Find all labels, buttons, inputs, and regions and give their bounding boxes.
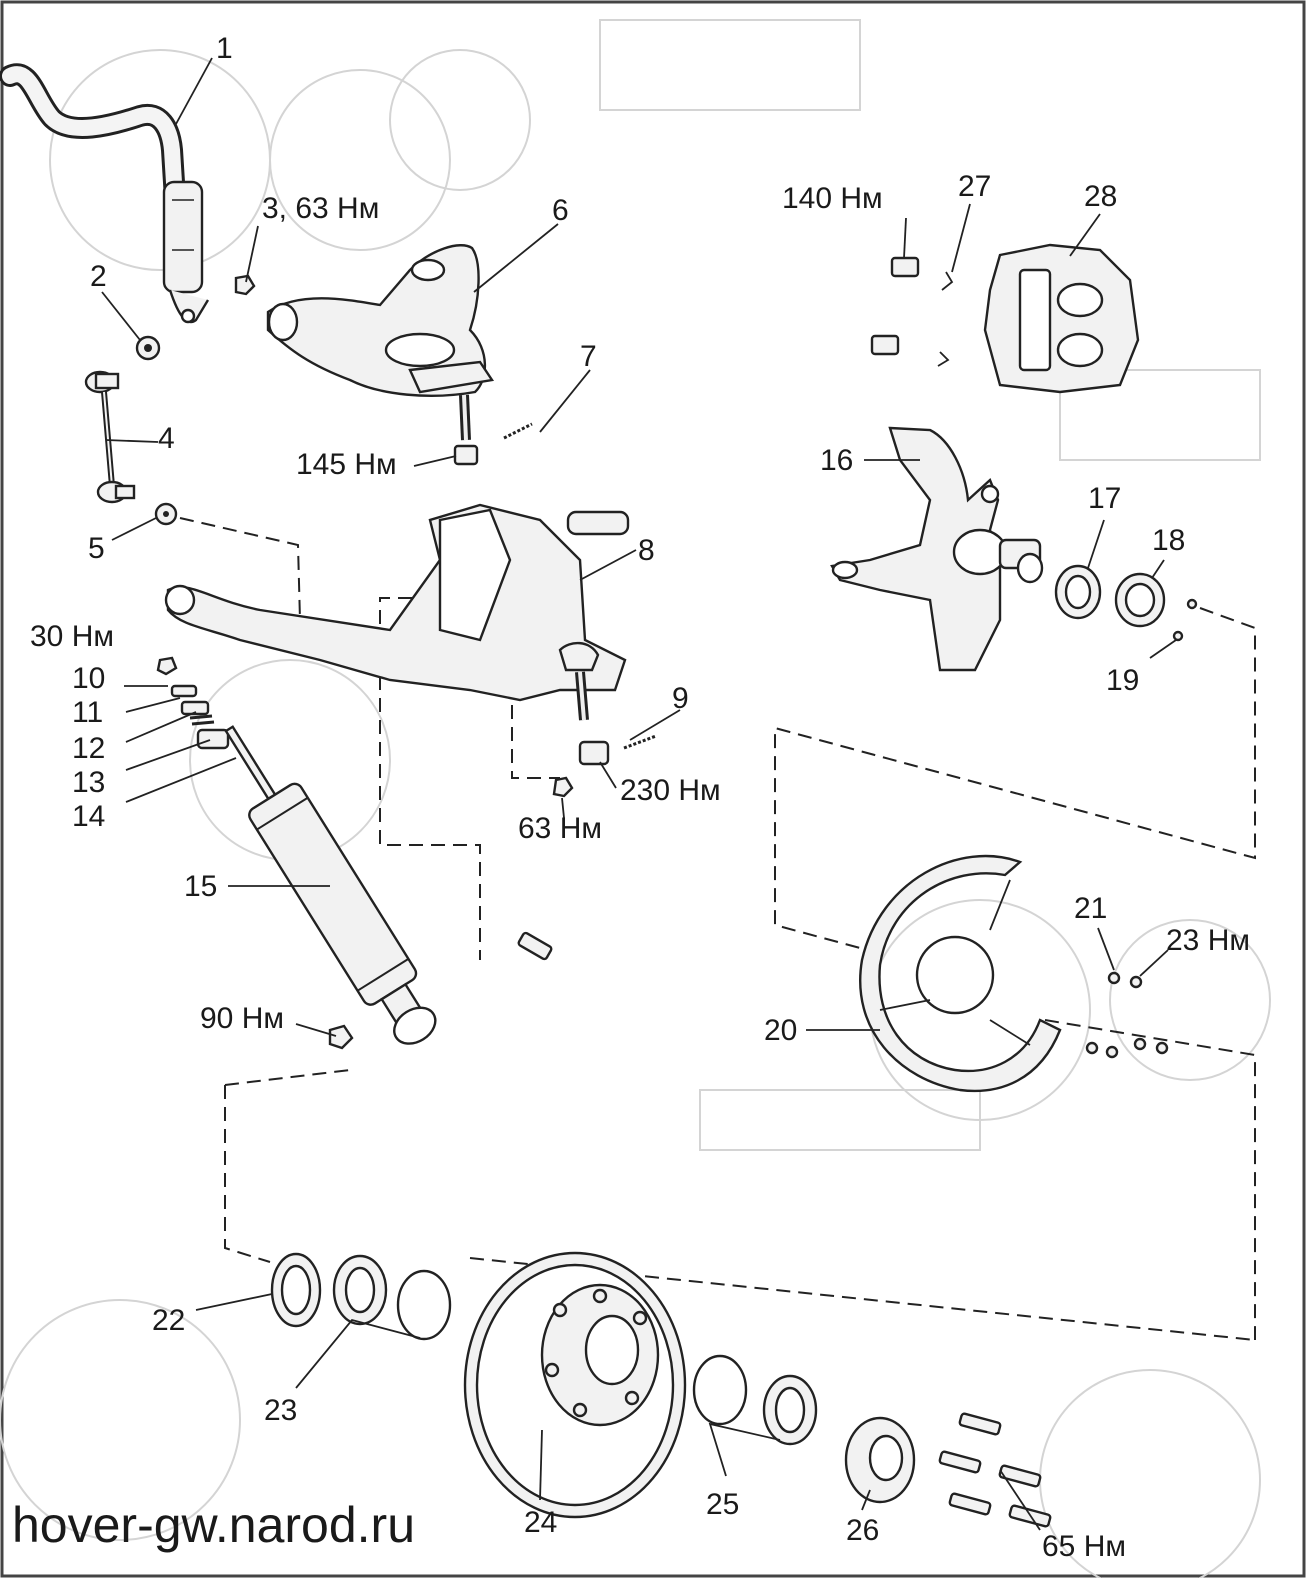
label-10-torque: 30 Нм: [30, 620, 114, 653]
label-16: 16: [820, 444, 853, 477]
leader-lines: [101, 57, 1177, 1531]
label-22: 22: [152, 1304, 185, 1337]
label-18: 18: [1152, 524, 1185, 557]
label-8: 8: [638, 534, 655, 567]
caliper-bolt-140b: [870, 334, 900, 356]
upper-control-arm: [266, 244, 495, 441]
bearing-25-inner: [774, 1386, 806, 1434]
background-bleed-through: [0, 19, 1271, 1578]
label-9-torque: 230 Нм: [620, 774, 721, 807]
label-1: 1: [216, 32, 233, 65]
steering-knuckle: [830, 426, 1044, 672]
label-15: 15: [184, 870, 217, 903]
label-9: 9: [672, 682, 689, 715]
hub-flange-26-inner: [868, 1434, 904, 1482]
bearing-race-23: [396, 1269, 452, 1341]
lower-control-arm: [164, 503, 630, 721]
shock-absorber: [224, 725, 437, 1045]
nut-3: [234, 274, 256, 296]
label-20: 20: [764, 1014, 797, 1047]
seal-22-inner: [280, 1264, 312, 1316]
nut-63: [552, 776, 574, 798]
cotter-pin-9: [623, 734, 657, 750]
label-26-torque: 65 Нм: [1042, 1530, 1126, 1563]
label-25: 25: [706, 1488, 739, 1521]
label-10: 10: [72, 662, 105, 695]
label-4: 4: [158, 422, 175, 455]
assembly-guide-lines: [179, 517, 1256, 1341]
label-19: 19: [1106, 664, 1139, 697]
brake-disc-hub: [463, 1251, 687, 1519]
clip-27a: [941, 271, 954, 291]
label-21-torque: 23 Нм: [1166, 924, 1250, 957]
lock-washer-18-inner: [1124, 582, 1156, 618]
label-27-torque: 140 Нм: [782, 182, 883, 215]
label-7-torque: 145 Нм: [296, 448, 397, 481]
clip-27b: [937, 351, 950, 367]
label-13: 13: [72, 766, 105, 799]
label-5: 5: [88, 532, 105, 565]
label-15-torque: 90 Нм: [200, 1002, 284, 1035]
label-3: 3, 63 Нм: [262, 192, 379, 225]
screw-19a: [1186, 598, 1198, 610]
label-21: 21: [1074, 892, 1107, 925]
shock-bolt: [517, 931, 553, 961]
label-12: 12: [72, 732, 105, 765]
shock-mount-parts: [156, 656, 230, 750]
seal-17-inner: [1064, 574, 1092, 610]
shield-bolts: [1085, 971, 1169, 1059]
label-28: 28: [1084, 180, 1117, 213]
label-11: 11: [72, 696, 103, 729]
stabilizer-link: [84, 370, 136, 504]
screw-19b: [1172, 630, 1184, 642]
label-2: 2: [90, 260, 107, 293]
hub-bolts-65: [938, 1412, 1052, 1528]
bearing-race-25: [692, 1354, 748, 1426]
label-24: 24: [524, 1506, 557, 1539]
nut-90: [328, 1024, 354, 1050]
washer-5-hole: [163, 511, 169, 517]
washer-2-hole: [144, 344, 152, 352]
label-17: 17: [1088, 482, 1121, 515]
cotter-pin-7: [503, 422, 533, 440]
label-27: 27: [958, 170, 991, 203]
brake-caliper: [983, 243, 1140, 394]
brake-dust-shield: [859, 854, 1062, 1093]
label-6: 6: [552, 194, 569, 227]
label-23: 23: [264, 1394, 297, 1427]
caliper-bolt-140a: [890, 256, 920, 278]
stabilizer-bar: [0, 63, 210, 324]
label-26: 26: [846, 1514, 879, 1547]
nut-145: [453, 444, 479, 466]
label-7: 7: [580, 340, 597, 373]
watermark: hover-gw.narod.ru: [12, 1497, 415, 1553]
label-9-nut-torque: 63 Нм: [518, 812, 602, 845]
nut-230: [578, 740, 610, 766]
label-14: 14: [72, 800, 105, 833]
bearing-23-inner: [344, 1266, 376, 1314]
